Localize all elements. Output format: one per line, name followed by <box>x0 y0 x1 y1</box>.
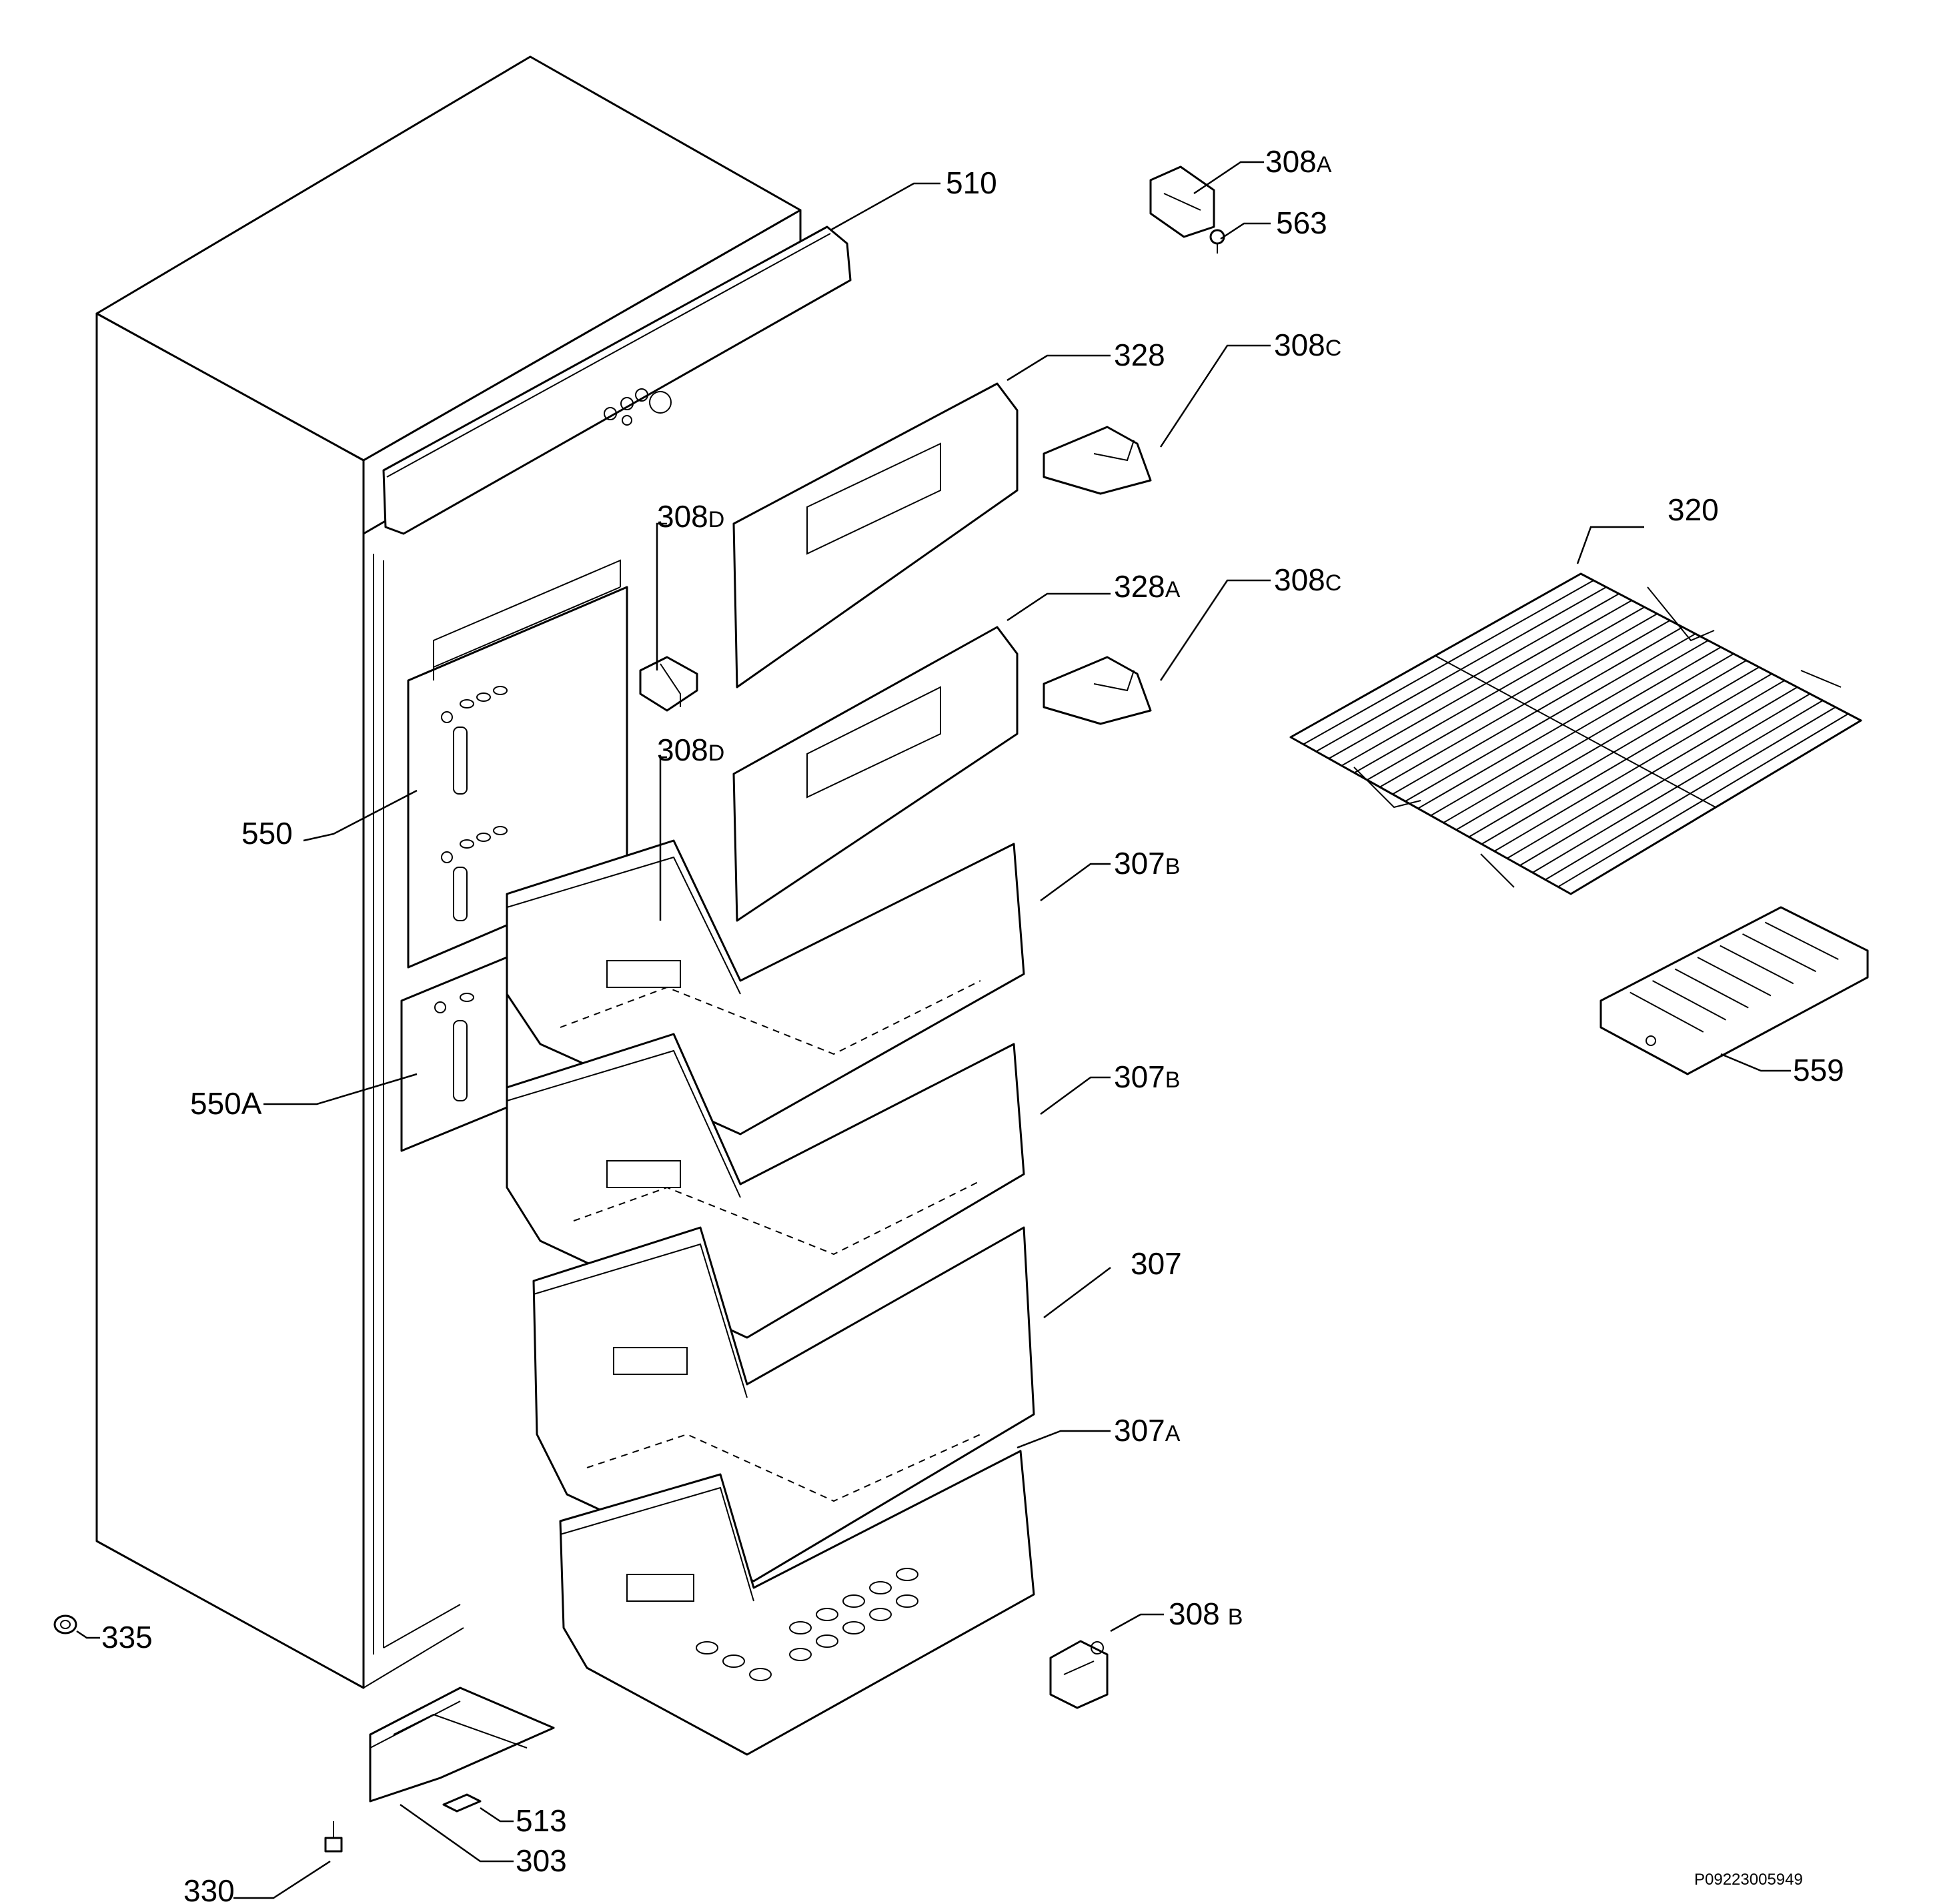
label-308d-upper: 308D <box>657 499 724 534</box>
clip-513 <box>442 1793 482 1813</box>
foot-335 <box>53 1614 77 1634</box>
shelf-center-wire <box>1435 655 1716 808</box>
label-513: 513 <box>516 1803 567 1838</box>
label-510: 510 <box>946 165 997 200</box>
wire-shelf-320 <box>1289 572 1862 895</box>
hinge-308d-upper <box>639 656 698 712</box>
tray-rib <box>1630 991 1704 1033</box>
foot-330 <box>324 1821 343 1853</box>
tray-rib <box>1697 957 1772 997</box>
label-550a: 550A <box>190 1086 262 1121</box>
label-330: 330 <box>183 1873 235 1904</box>
hinge-308b <box>1049 1640 1109 1709</box>
drawer-307a <box>559 1450 1035 1756</box>
label-328a: 328A <box>1114 569 1181 604</box>
freezer-flap-328 <box>732 382 1019 688</box>
hinge-308c-lower <box>1043 656 1152 725</box>
label-328: 328 <box>1114 338 1165 372</box>
bracket-308a <box>1149 165 1215 238</box>
label-320: 320 <box>1668 492 1719 527</box>
label-559: 559 <box>1793 1053 1844 1087</box>
label-308c-upper: 308C <box>1274 328 1341 362</box>
control-panel-part <box>382 225 852 535</box>
label-307b-lower: 307B <box>1114 1059 1180 1094</box>
screw-563 <box>1209 229 1225 254</box>
part-labels: 510 308A 563 328 308C 320 308D 328A 308C… <box>101 144 1844 1904</box>
leader-lines <box>76 161 1791 1899</box>
kickplate-303 <box>369 1687 555 1803</box>
label-308c-lower: 308C <box>1274 562 1341 597</box>
door-bin-rack-550a <box>400 956 508 1152</box>
tray-rib <box>1720 945 1794 985</box>
tray-rib <box>1674 968 1749 1009</box>
label-307a: 307A <box>1114 1413 1181 1448</box>
label-550: 550 <box>241 816 293 851</box>
label-335: 335 <box>101 1620 153 1654</box>
label-303: 303 <box>516 1843 567 1878</box>
freezer-flap-328a <box>732 626 1019 922</box>
drawing-code: P09223005949 <box>1694 1871 1803 1889</box>
label-307: 307 <box>1131 1246 1182 1281</box>
label-563: 563 <box>1276 205 1327 240</box>
tray-rib <box>1764 921 1839 961</box>
hinge-308c-upper <box>1043 426 1152 495</box>
label-308a: 308A <box>1265 144 1332 179</box>
ice-tray-559 <box>1599 906 1869 1075</box>
tray-rib <box>1742 933 1816 973</box>
label-308d-lower: 308D <box>657 733 724 767</box>
label-307b-upper: 307B <box>1114 846 1180 881</box>
tray-rib <box>1652 980 1726 1021</box>
